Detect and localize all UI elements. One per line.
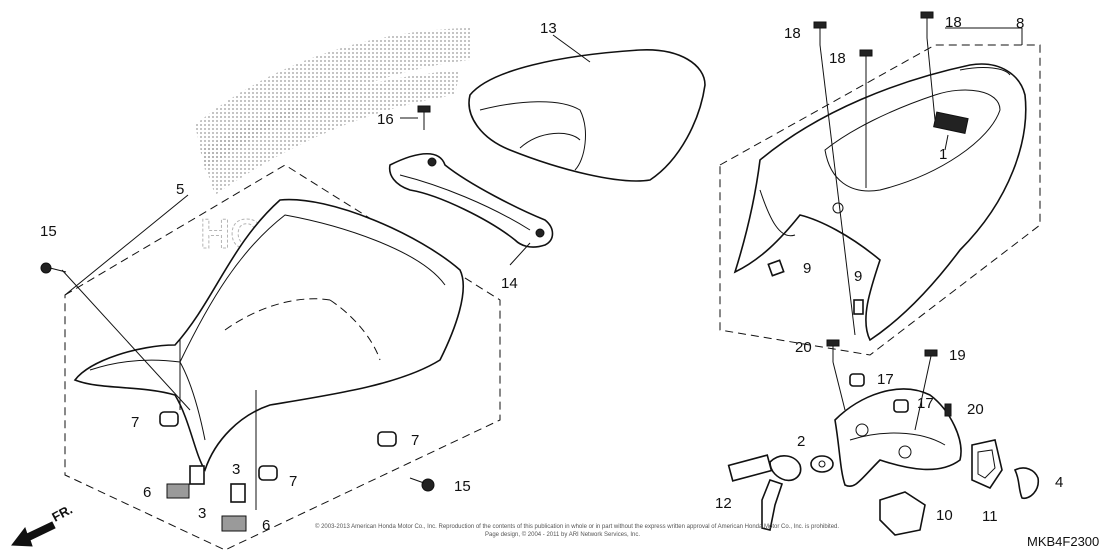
cushions-9 — [767, 259, 864, 315]
callout-18a: 18 — [784, 25, 801, 42]
clips-3 — [189, 465, 246, 503]
callout-6a: 6 — [143, 484, 151, 501]
callout-12: 12 — [715, 495, 732, 512]
diagram-code: MKB4F2300 — [1027, 534, 1099, 549]
callout-6b: 6 — [262, 517, 270, 534]
callout-9a: 9 — [803, 260, 811, 277]
cable-clip-10 — [879, 491, 926, 536]
seat-group-outline — [64, 164, 501, 551]
cowl-group-outline — [719, 44, 1041, 356]
callout-9b: 9 — [854, 268, 862, 285]
callout-7c: 7 — [289, 473, 297, 490]
front-direction-arrow: FR. — [11, 502, 75, 547]
callout-14: 14 — [501, 275, 518, 292]
callout-15b: 15 — [454, 478, 471, 495]
callout-18c: 18 — [829, 50, 846, 67]
latch-plate-2 — [834, 388, 962, 487]
callout-19: 19 — [949, 347, 966, 364]
bolt-15-right — [409, 477, 435, 492]
callout-5: 5 — [176, 181, 184, 198]
callout-17b: 17 — [917, 395, 934, 412]
callout-3b: 3 — [198, 505, 206, 522]
rear-cowl-8 — [733, 63, 1027, 342]
pillion-seat-13 — [468, 49, 706, 182]
fr-label: FR. — [49, 502, 75, 525]
grommet-11 — [971, 439, 1003, 490]
callout-10: 10 — [936, 507, 953, 524]
callout-3a: 3 — [232, 461, 240, 478]
callout-2: 2 — [797, 433, 805, 450]
callout-7a: 7 — [131, 414, 139, 431]
callout-13: 13 — [540, 20, 557, 37]
copyright-line-1: © 2003-2013 American Honda Motor Co., In… — [315, 523, 839, 530]
leader-lines — [61, 27, 1023, 510]
main-seat-5 — [73, 198, 464, 472]
arrow-icon — [11, 521, 56, 547]
callout-17a: 17 — [877, 371, 894, 388]
cushions-7 — [159, 411, 397, 481]
bolts-18 — [813, 11, 934, 70]
callout-20b: 20 — [967, 401, 984, 418]
bolt-19 — [924, 349, 938, 357]
clip-4 — [1013, 467, 1040, 500]
callout-7b: 7 — [411, 432, 419, 449]
bolt-16 — [417, 105, 431, 130]
pads-6 — [166, 483, 247, 532]
callout-20a: 20 — [795, 339, 812, 356]
callout-16: 16 — [377, 111, 394, 128]
bracket-14 — [388, 153, 554, 248]
callout-1: 1 — [939, 146, 947, 163]
collars-17 — [849, 373, 909, 413]
part-callouts: 1 2 3 3 4 5 6 6 7 7 7 8 9 9 10 11 12 13 … — [40, 14, 1063, 534]
callout-4: 4 — [1055, 474, 1063, 491]
bolt-15-left — [40, 262, 67, 274]
callout-11: 11 — [982, 508, 998, 525]
copyright-line-2: Page design, © 2004 - 2011 by ARI Networ… — [485, 531, 640, 538]
callout-8: 8 — [1016, 15, 1024, 32]
bolts-20 — [826, 339, 952, 417]
key-set-12 — [727, 454, 834, 531]
callout-15a: 15 — [40, 223, 57, 240]
callout-18b: 18 — [945, 14, 962, 31]
